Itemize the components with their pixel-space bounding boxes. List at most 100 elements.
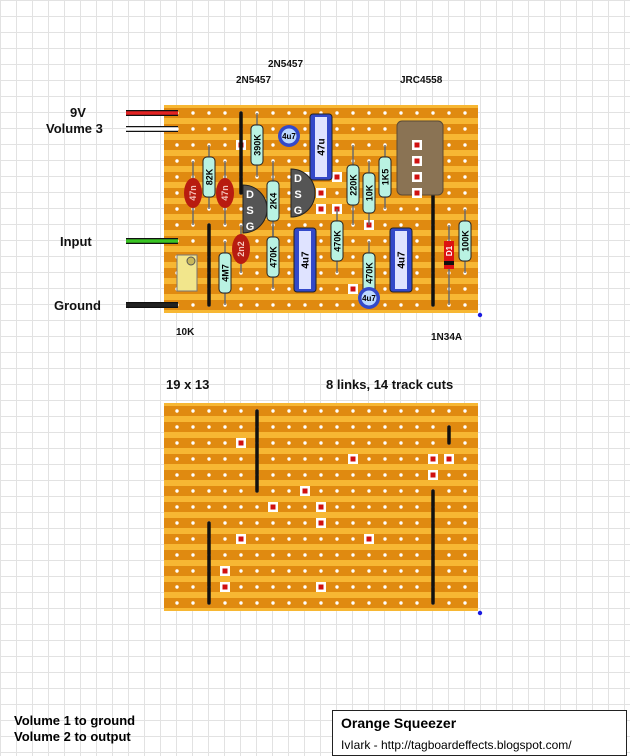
hole: [239, 553, 243, 557]
hole: [191, 127, 195, 131]
hole: [287, 425, 291, 429]
hole: [191, 143, 195, 147]
hole: [175, 601, 179, 605]
hole: [447, 505, 451, 509]
track-cut-mark: [414, 158, 420, 164]
hole: [287, 207, 291, 211]
hole: [399, 585, 403, 589]
hole: [399, 207, 403, 211]
hole: [191, 303, 195, 307]
hole: [463, 409, 467, 413]
hole: [287, 255, 291, 259]
resistor-220k-value: 220K: [349, 174, 359, 196]
hole: [303, 303, 307, 307]
hole: [223, 441, 227, 445]
hole: [367, 143, 371, 147]
hole: [287, 457, 291, 461]
hole: [175, 537, 179, 541]
hole: [463, 489, 467, 493]
hole: [335, 441, 339, 445]
hole: [415, 425, 419, 429]
hole: [319, 537, 323, 541]
hole: [415, 111, 419, 115]
hole: [463, 585, 467, 589]
hole: [463, 287, 467, 291]
hole: [175, 175, 179, 179]
jfet-left: [242, 184, 268, 234]
hole: [367, 409, 371, 413]
hole: [447, 585, 451, 589]
hole: [447, 111, 451, 115]
hole: [463, 159, 467, 163]
hole: [367, 521, 371, 525]
hole: [415, 271, 419, 275]
hole: [319, 553, 323, 557]
hole: [447, 175, 451, 179]
hole: [463, 473, 467, 477]
hole: [207, 505, 211, 509]
hole: [271, 489, 275, 493]
hole: [383, 601, 387, 605]
hole: [303, 441, 307, 445]
hole: [191, 457, 195, 461]
hole: [383, 441, 387, 445]
hole: [367, 569, 371, 573]
jfet-label-left: 2N5457: [236, 75, 272, 86]
hole: [287, 601, 291, 605]
hole: [239, 585, 243, 589]
hole: [175, 223, 179, 227]
hole: [335, 191, 339, 195]
hole: [463, 303, 467, 307]
hole: [447, 143, 451, 147]
hole: [447, 191, 451, 195]
hole: [191, 409, 195, 413]
hole: [383, 111, 387, 115]
hole: [351, 553, 355, 557]
hole: [383, 255, 387, 259]
hole: [463, 191, 467, 195]
hole: [239, 457, 243, 461]
hole: [191, 489, 195, 493]
hole: [303, 553, 307, 557]
hole: [415, 223, 419, 227]
hole: [447, 473, 451, 477]
hole: [191, 585, 195, 589]
hole: [415, 537, 419, 541]
cap-2n2-value: 2n2: [236, 241, 246, 257]
hole: [367, 457, 371, 461]
track-cut-mark: [222, 568, 228, 574]
hole: [303, 473, 307, 477]
hole: [271, 111, 275, 115]
hole: [175, 143, 179, 147]
hole: [287, 521, 291, 525]
resistor-4m7-value: 4M7: [221, 264, 231, 282]
hole: [383, 271, 387, 275]
hole: [447, 521, 451, 525]
hole: [383, 569, 387, 573]
elco-4u7-mid-value: 4u7: [301, 251, 312, 269]
volume-notes: Volume 1 to ground Volume 2 to output: [14, 713, 135, 745]
hole: [335, 127, 339, 131]
info-box: Orange Squeezer IvIark - http://tagboard…: [332, 710, 627, 756]
hole: [191, 569, 195, 573]
hole: [271, 303, 275, 307]
wire-label-input: Input: [60, 234, 92, 249]
hole: [399, 537, 403, 541]
track-cut-mark: [350, 456, 356, 462]
hole: [287, 175, 291, 179]
hole: [351, 521, 355, 525]
hole: [447, 537, 451, 541]
resistor-82k-value: 82K: [205, 168, 215, 185]
hole: [335, 473, 339, 477]
hole: [287, 473, 291, 477]
hole: [175, 489, 179, 493]
hole: [319, 425, 323, 429]
hole: [191, 441, 195, 445]
track-cut-mark: [350, 286, 356, 292]
track-cut-mark: [238, 440, 244, 446]
hole: [447, 159, 451, 163]
hole: [399, 441, 403, 445]
hole: [367, 553, 371, 557]
hole: [303, 569, 307, 573]
hole: [271, 143, 275, 147]
